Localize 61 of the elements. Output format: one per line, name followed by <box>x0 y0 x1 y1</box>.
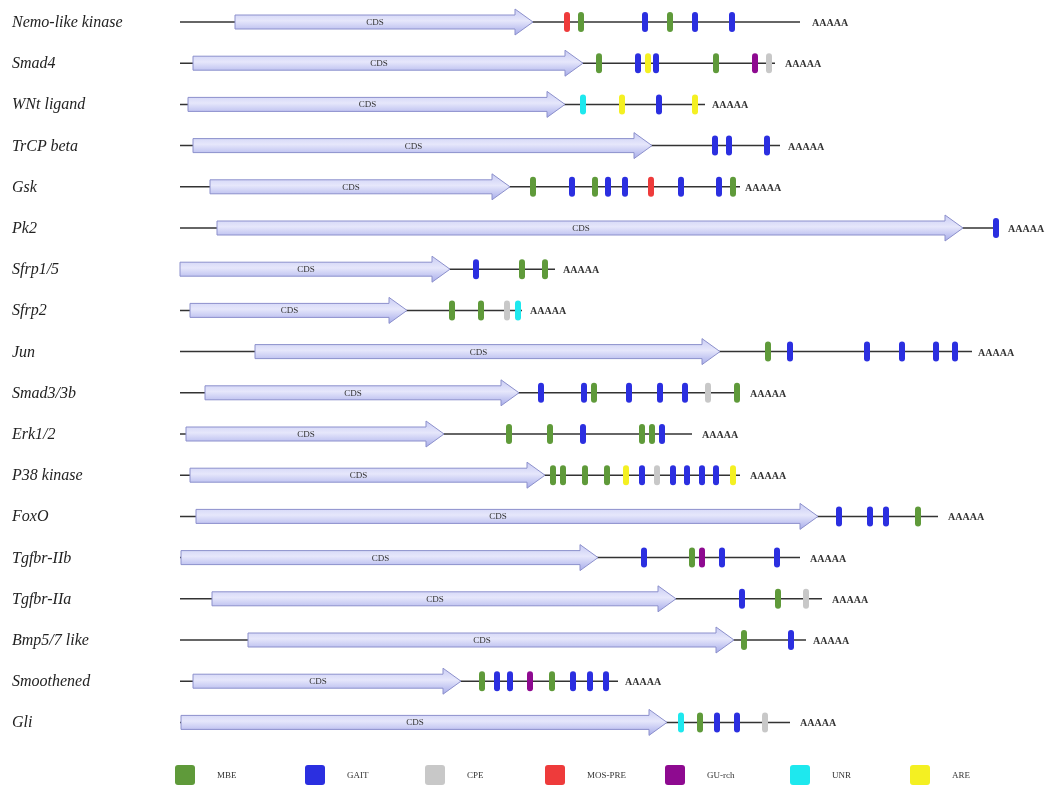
legend-label: GU-rch <box>707 770 735 780</box>
gene-name: Smad4 <box>12 55 56 72</box>
gene-name: Tgfbr-IIa <box>12 590 72 607</box>
poly-a-tail: AAAAA <box>785 59 822 70</box>
poly-a-tail: AAAAA <box>788 141 825 152</box>
poly-a-tail: AAAAA <box>750 388 787 399</box>
gene-name: Sfrp1/5 <box>12 261 60 278</box>
gene-name: Gli <box>12 714 33 731</box>
gene-name: Bmp5/7 like <box>12 632 89 648</box>
cds-label: CDS <box>344 388 362 398</box>
cds-label: CDS <box>358 99 377 109</box>
legend-label: GAIT <box>347 770 369 780</box>
poly-a-tail: AAAAA <box>745 182 782 193</box>
cds-label: CDS <box>309 676 327 686</box>
cds-label: CDS <box>349 470 368 480</box>
cds-label: CDS <box>469 347 488 357</box>
poly-a-tail: AAAAA <box>978 347 1015 358</box>
poly-a-tail: AAAAA <box>812 18 849 28</box>
legend-label: MBE <box>217 770 237 780</box>
gene-name: Smoothened <box>12 673 91 690</box>
cds-label: CDS <box>406 717 424 727</box>
poly-a-tail: AAAAA <box>813 636 850 646</box>
poly-a-tail: AAAAA <box>1008 224 1045 234</box>
poly-a-tail: AAAAA <box>530 306 567 317</box>
gene-name: Pk2 <box>12 220 37 236</box>
cds-label: CDS <box>371 553 390 563</box>
gene-name: Nemo-like kinase <box>12 14 123 30</box>
poly-a-tail: AAAAA <box>800 718 837 729</box>
cds-label: CDS <box>473 635 491 645</box>
cds-label: CDS <box>572 223 590 233</box>
legend-label: MOS-PRE <box>587 770 626 780</box>
gene-name: FoxO <box>12 508 49 525</box>
gene-name: Sfrp2 <box>12 302 47 319</box>
legend-label: UNR <box>832 770 851 780</box>
poly-a-tail: AAAAA <box>948 512 985 523</box>
poly-a-tail: AAAAA <box>750 471 787 482</box>
cds-label: CDS <box>280 305 299 315</box>
poly-a-tail: AAAAA <box>712 100 749 111</box>
gene-name: WNt ligand <box>12 96 86 113</box>
gene-name: P38 kinase <box>12 467 83 484</box>
cds-label: CDS <box>342 182 360 192</box>
gene-name: Erk1/2 <box>12 426 56 442</box>
poly-a-tail: AAAAA <box>832 594 869 605</box>
gene-name: Gsk <box>12 178 37 195</box>
gene-name: Tgfbr-IIb <box>12 549 72 566</box>
cds-label: CDS <box>404 141 423 151</box>
gene-name: Jun <box>12 343 36 360</box>
poly-a-tail: AAAAA <box>625 677 662 688</box>
cds-label: CDS <box>426 594 444 604</box>
legend-label: ARE <box>952 770 970 780</box>
poly-a-tail: AAAAA <box>563 265 600 276</box>
cds-label: CDS <box>366 17 384 27</box>
cds-label: CDS <box>370 58 388 68</box>
cds-label: CDS <box>489 511 507 521</box>
cds-label: CDS <box>297 429 315 439</box>
poly-a-tail: AAAAA <box>810 553 847 564</box>
legend-label: CPE <box>467 770 484 780</box>
gene-name: Smad3/3b <box>12 384 76 401</box>
poly-a-tail: AAAAA <box>702 430 739 440</box>
cds-label: CDS <box>297 264 315 274</box>
gene-name: TrCP beta <box>12 137 78 154</box>
